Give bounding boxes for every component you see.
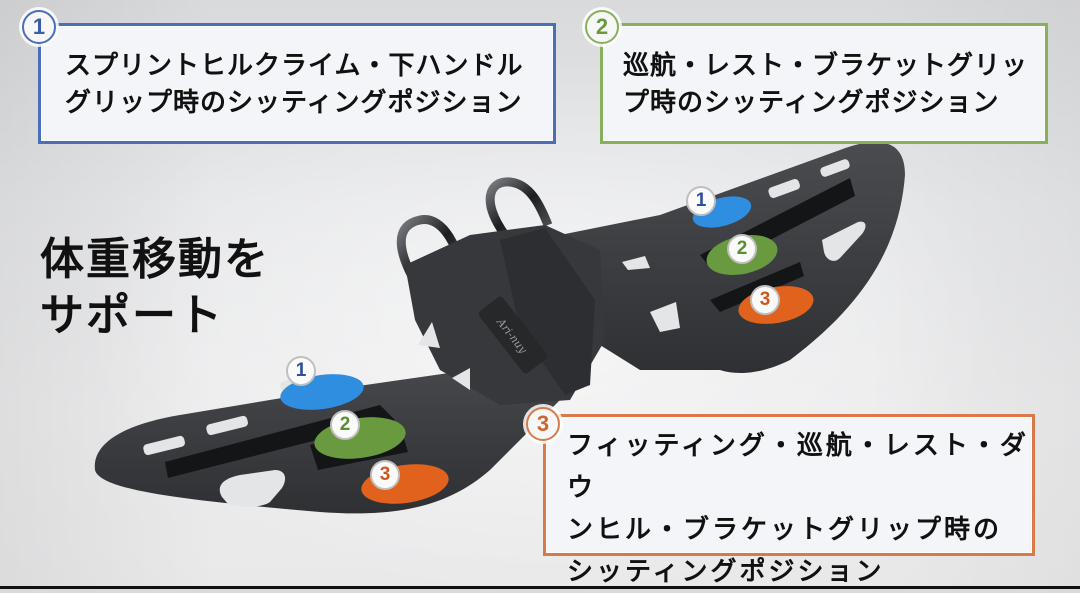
callout-1-number-badge: 1 — [22, 10, 56, 44]
saddle-clamp — [500, 228, 595, 395]
headline: 体重移動を サポート — [40, 232, 270, 344]
marker-1-left: 1 — [286, 356, 316, 386]
marker-3-right: 3 — [750, 285, 780, 315]
marker-1-right: 1 — [686, 186, 716, 216]
callout-2-text: 巡航・レスト・ブラケットグリッ プ時のシッティングポジション — [623, 51, 1029, 118]
headline-line-1: 体重移動を — [40, 234, 270, 285]
callout-2: 巡航・レスト・ブラケットグリッ プ時のシッティングポジション — [600, 23, 1048, 144]
marker-3-left: 3 — [370, 460, 400, 490]
callout-3-number-badge: 3 — [526, 407, 560, 441]
marker-2-right: 2 — [727, 234, 757, 264]
callout-3: フィッティング・巡航・レスト・ダウ ンヒル・ブラケットグリップ時の シッティング… — [543, 414, 1035, 587]
callout-2-number-badge: 2 — [585, 10, 619, 44]
callout-1: スプリントヒルクライム・下ハンドル グリップ時のシッティングポジション — [38, 23, 556, 144]
callout-1-text: スプリントヒルクライム・下ハンドル グリップ時のシッティングポジション — [65, 51, 524, 118]
logo-plate — [478, 296, 548, 374]
bottom-edge-bar — [0, 586, 1080, 589]
headline-line-2: サポート — [40, 290, 224, 341]
marker-2-left: 2 — [330, 410, 360, 440]
callout-3-text: フィッティング・巡航・レスト・ダウ ンヒル・ブラケットグリップ時の シッティング… — [567, 431, 1029, 587]
